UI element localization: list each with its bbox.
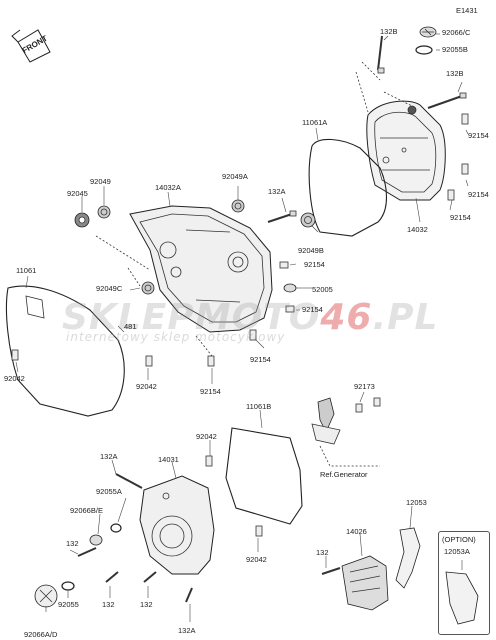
part-label: 92154 bbox=[200, 387, 221, 396]
part-label: 92066/C bbox=[442, 28, 471, 37]
part-label: 14032A bbox=[155, 183, 181, 192]
part-label: Ref.Generator bbox=[320, 470, 368, 479]
part-label: 92154 bbox=[468, 190, 489, 199]
part-label: 92154 bbox=[302, 305, 323, 314]
part-label: 92049A bbox=[222, 172, 248, 181]
bolt-132a-bottom bbox=[185, 587, 193, 603]
part-label: 132B bbox=[446, 69, 464, 78]
part-label: 92042 bbox=[196, 432, 217, 441]
part-label: 12053 bbox=[406, 498, 427, 507]
part-label: 11061B bbox=[246, 402, 272, 411]
part-label: E1431 bbox=[456, 6, 478, 15]
dowel-92042-m bbox=[145, 355, 153, 367]
o-ring-92055 bbox=[61, 581, 75, 591]
plug-92066b-e bbox=[89, 534, 103, 546]
part-label: 92154 bbox=[468, 131, 489, 140]
part-label: 132 bbox=[102, 600, 115, 609]
oil-cap-92066c bbox=[419, 26, 437, 38]
generator-ref-part bbox=[311, 397, 341, 445]
bolt-132b-right bbox=[427, 92, 467, 109]
part-label: 132 bbox=[316, 548, 329, 557]
watermark-part-a: SKLEP bbox=[62, 297, 195, 338]
part-label: 92154 bbox=[304, 260, 325, 269]
part-label: 92049B bbox=[298, 246, 324, 255]
bolt-132-left bbox=[77, 547, 97, 557]
plug-92066a-d bbox=[34, 584, 58, 608]
seal-92049a bbox=[231, 199, 245, 213]
bolt-132a-left bbox=[115, 473, 143, 489]
watermark-part-b: MOTO bbox=[194, 297, 321, 338]
option-box bbox=[438, 531, 490, 635]
part-label: 92154 bbox=[250, 355, 271, 364]
bolt-132a-mid bbox=[267, 210, 297, 223]
bearing-92045 bbox=[74, 212, 90, 228]
watermark-main: SKLEPMOTO46.PL bbox=[62, 297, 438, 338]
part-label: 132A bbox=[100, 452, 118, 461]
bolt-132b-top bbox=[377, 35, 385, 74]
part-label: 92066A/D bbox=[24, 630, 58, 639]
part-label: 481 bbox=[124, 322, 137, 331]
seal-92049b bbox=[300, 212, 316, 228]
part-label: 11061 bbox=[16, 266, 37, 275]
dowel-92154-r3 bbox=[447, 189, 455, 201]
seal-92049c bbox=[141, 281, 155, 295]
part-label: 92066B/E bbox=[70, 506, 103, 515]
part-label: 14031 bbox=[158, 455, 179, 464]
part-label: 92055A bbox=[96, 487, 122, 496]
part-label: 92055 bbox=[58, 600, 79, 609]
dowel-92154-m1 bbox=[279, 261, 289, 269]
dowel-92154-b bbox=[207, 355, 215, 367]
part-label: 52005 bbox=[312, 285, 333, 294]
part-label: (OPTION) bbox=[442, 535, 476, 544]
part-label: 132B bbox=[380, 27, 398, 36]
dowel-92154-r1 bbox=[461, 113, 469, 125]
part-label: 92049 bbox=[90, 177, 111, 186]
part-label: 92173 bbox=[354, 382, 375, 391]
o-ring-92055b bbox=[415, 45, 433, 55]
dowel-92154-m2 bbox=[285, 305, 295, 313]
part-label: 92042 bbox=[136, 382, 157, 391]
dowel-92042-b bbox=[255, 525, 263, 537]
part-label: 92055B bbox=[442, 45, 468, 54]
watermark-part-c: 46 bbox=[320, 297, 373, 338]
dowel-92154-r2 bbox=[461, 163, 469, 175]
plug-52005 bbox=[283, 283, 297, 293]
gasket-11061a bbox=[308, 138, 388, 237]
part-label: 14032 bbox=[407, 225, 428, 234]
part-label: 132A bbox=[268, 187, 286, 196]
crankcase-cover-14032a bbox=[129, 205, 273, 333]
clutch-cover-14032 bbox=[366, 100, 446, 201]
guard-14026 bbox=[341, 555, 389, 611]
part-label: 92154 bbox=[450, 213, 471, 222]
bracket-12053a bbox=[445, 571, 479, 625]
bolt-132-b1 bbox=[105, 571, 119, 583]
gasket-11061b bbox=[225, 427, 303, 525]
bolt-132-b2 bbox=[143, 571, 157, 583]
part-label: 14026 bbox=[346, 527, 367, 536]
part-label: 92042 bbox=[4, 374, 25, 383]
part-label: 92042 bbox=[246, 555, 267, 564]
part-label: 132A bbox=[178, 626, 196, 635]
bolt-92173 bbox=[355, 397, 381, 413]
front-arrow-icon bbox=[11, 29, 51, 63]
bolt-132-right bbox=[321, 567, 341, 575]
dowel-92154-m3 bbox=[249, 329, 257, 341]
part-label: 12053A bbox=[444, 547, 470, 556]
bracket-12053 bbox=[395, 527, 421, 589]
o-ring-92055a bbox=[110, 523, 122, 533]
gasket-11061 bbox=[5, 285, 125, 417]
watermark-part-d: .PL bbox=[372, 297, 439, 338]
part-label: 132 bbox=[66, 539, 79, 548]
part-label: 132 bbox=[140, 600, 153, 609]
part-label: 92049C bbox=[96, 284, 123, 293]
watermark-sub: internetowy sklep motocyklowy bbox=[66, 330, 286, 344]
dowel-92042-c bbox=[205, 455, 213, 467]
part-label: 92045 bbox=[67, 189, 88, 198]
part-label: 11061A bbox=[302, 118, 328, 127]
generator-cover-14031 bbox=[139, 475, 215, 575]
dowel-92042-l bbox=[11, 349, 19, 361]
seal-92049 bbox=[97, 205, 111, 219]
